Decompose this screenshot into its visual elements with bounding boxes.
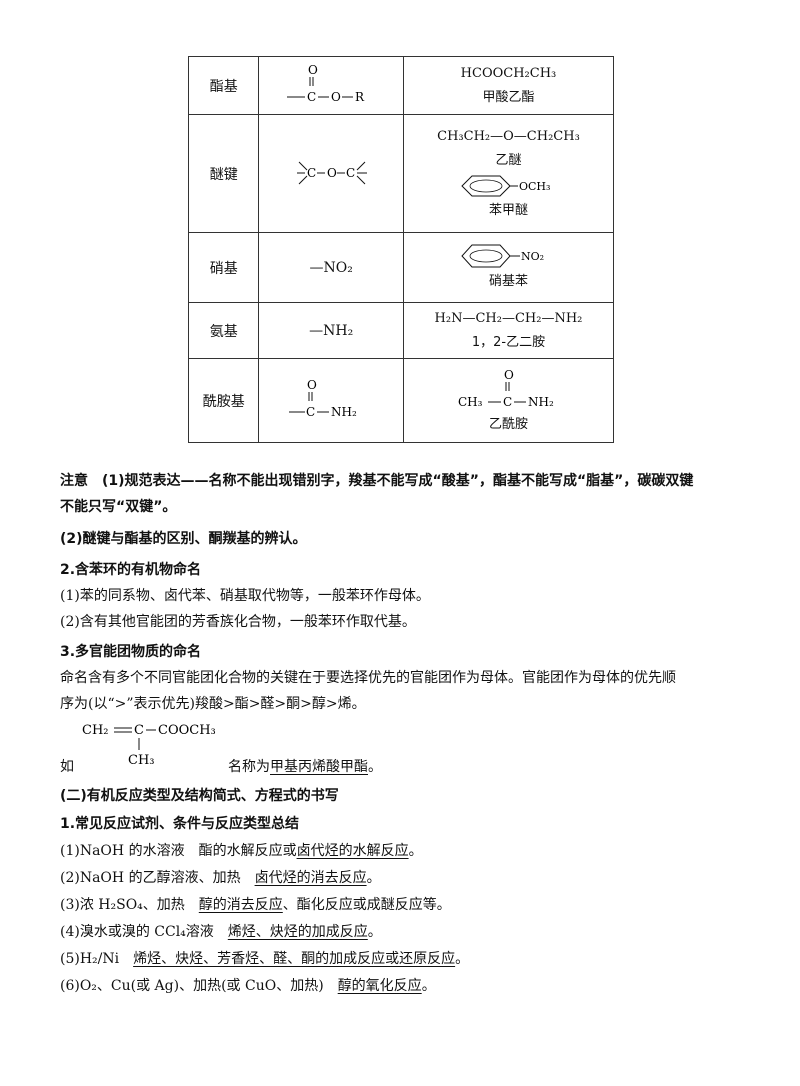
group-structure-cell: —NO₂ [258,232,404,303]
ester-group-structure: O C O R [287,63,365,104]
methyl-methacrylate-structure: CH₂ C COOCH₃ CH₃ [82,723,216,768]
atom-label: O [504,368,514,382]
example-cell: CH₃CH₂—O—CH₂CH₃ 乙醚 OCH₃ 苯甲醚 [402,114,615,233]
atom-label: CH₃ [458,395,483,409]
example-lead: 如 [60,759,74,775]
group-name-cell: 醚键 [187,114,260,233]
atom-label: O [327,166,337,180]
item-text: (6)O₂、Cu(或 Ag)、加热(或 CuO、加热) [60,978,338,994]
item-text: 。 [408,843,423,859]
atom-label: NH₂ [528,395,554,409]
paragraph: 命名含有多个不同官能团化合物的关键在于要选择优先的官能团作为母体。官能团作为母体… [60,670,676,686]
substituent-label: OCH₃ [519,180,550,193]
example-formula: CH₃CH₂—O—CH₂CH₃ [437,128,580,144]
atom-label: CH₂ [82,723,109,738]
amide-group-structure: O C NH₂ [289,378,357,419]
section-heading: 3.多官能团物质的命名 [60,644,202,660]
reaction-item: (5)H₂/Ni 烯烃、炔烃、芳香烃、醛、酮的加成反应或还原反应。 [60,948,750,970]
table-row: 氨基 —NH₂ H₂N—CH₂—CH₂—NH₂ 1，2-乙二胺 [187,302,615,359]
example-name: 乙酰胺 [488,416,528,432]
note-text: (1)规范表达——名称不能出现错别字，羧基不能写成“酸基”，酯基不能写成“脂基”… [102,473,694,489]
atom-label: O [307,378,317,392]
item-answer: 醇的消去反应 [198,897,283,913]
ether-group-structure: C O C [297,161,368,184]
paragraph: (2)含有其他官能团的芳香族化合物，一般苯环作取代基。 [60,614,416,630]
item-text: (3)浓 H₂SO₄、加热 [60,897,199,913]
acetamide-structure: O CH₃ C NH₂ [458,368,554,409]
atom-label: C [306,405,315,419]
atom-label: C [346,166,355,180]
table-row: 硝基 —NO₂ NO₂ 硝基苯 [187,232,615,303]
section-heading: 2.含苯环的有机物命名 [60,562,202,578]
name-suffix: 。 [368,759,382,775]
paragraph: 序为(以“>”表示优先)羧酸>酯>醛>酮>醇>烯。 [60,696,366,712]
note-2: (2)醚键与酯基的区别、酮羰基的辨认。 [60,531,307,547]
item-text: 。 [421,978,436,994]
group-name-cell: 硝基 [187,232,260,303]
atom-label: C [134,723,144,738]
reaction-item: (6)O₂、Cu(或 Ag)、加热(或 CuO、加热) 醇的氧化反应。 [60,975,750,997]
table-row: 醚键 C O C CH₃CH₂—O—CH₂CH₃ 乙醚 [187,114,615,233]
atom-label: COOCH₃ [158,723,216,738]
compound-name: 甲基丙烯酸甲酯 [270,759,368,775]
group-structure-cell: C O C [258,114,404,233]
atom-label: NH₂ [331,405,357,419]
group-structure-cell: —NH₂ [258,302,404,359]
item-text: 、酯化反应或成醚反应等。 [282,897,451,913]
example-cell: O CH₃ C NH₂ 乙酰胺 [402,358,615,443]
example-cell: NO₂ 硝基苯 [402,232,615,303]
group-name-cell: 酯基 [187,56,260,115]
benzene-ring-icon: OCH₃ [461,175,551,196]
note-1: 注意 (1)规范表达——名称不能出现错别字，羧基不能写成“酸基”，酯基不能写成“… [60,470,750,492]
reaction-item: (2)NaOH 的乙醇溶液、加热 卤代烃的消去反应。 [60,867,750,889]
section-heading: 1.常见反应试剂、条件与反应类型总结 [60,816,300,832]
functional-group-table: 酯基 O C O R HCOOCH₂CH₃ 甲酸乙酯 醚键 [187,56,615,443]
atom-label: C [307,90,316,104]
table-row: 酯基 O C O R HCOOCH₂CH₃ 甲酸乙酯 [187,56,615,115]
example-name: 甲酸乙酯 [482,89,535,105]
group-structure-cell: O C NH₂ [258,358,404,443]
atom-label: R [355,90,365,104]
group-name-cell: 酰胺基 [187,358,260,443]
item-text: (1)NaOH 的水溶液 酯的水解反应或 [60,843,297,859]
substituent-label: NO₂ [521,250,544,263]
atom-label: CH₃ [128,753,155,768]
example-cell: HCOOCH₂CH₃ 甲酸乙酯 [402,56,615,115]
name-prefix: 名称为 [228,759,270,775]
item-text: 。 [455,951,470,967]
item-text: (4)溴水或溴的 CCl₄溶液 [60,924,228,940]
example-name: 苯甲醚 [488,202,528,218]
example-name: 乙醚 [495,152,522,168]
item-text: 。 [367,924,382,940]
reaction-item: (4)溴水或溴的 CCl₄溶液 烯烃、炔烃的加成反应。 [60,921,750,943]
part-heading: (二)有机反应类型及结构简式、方程式的书写 [60,788,339,804]
atom-label: O [331,90,341,104]
item-text: (2)NaOH 的乙醇溶液、加热 [60,870,255,886]
note-1-continued: 不能只写“双键”。 [60,499,177,515]
paragraph: (1)苯的同系物、卤代苯、硝基取代物等，一般苯环作母体。 [60,588,430,604]
table-row: 酰胺基 O C NH₂ O CH₃ C NH₂ [187,358,615,443]
example-formula: HCOOCH₂CH₃ [460,65,557,81]
benzene-ring-icon: NO₂ [461,244,545,267]
atom-label: C [503,395,512,409]
example-name: 1，2-乙二胺 [471,334,546,350]
item-answer: 烯烃、炔烃的加成反应 [227,924,368,940]
example-cell: H₂N—CH₂—CH₂—NH₂ 1，2-乙二胺 [402,302,615,359]
reaction-item: (1)NaOH 的水溶液 酯的水解反应或卤代烃的水解反应。 [60,840,750,862]
item-answer: 卤代烃的消去反应 [254,870,367,886]
item-answer: 卤代烃的水解反应 [296,843,409,859]
compound-name-line: 名称为甲基丙烯酸甲酯。 [228,756,528,778]
item-answer: 烯烃、炔烃、芳香烃、醛、酮的加成反应或还原反应 [133,951,456,967]
item-answer: 醇的氧化反应 [337,978,422,994]
group-name-cell: 氨基 [187,302,260,359]
reaction-item: (3)浓 H₂SO₄、加热 醇的消去反应、酯化反应或成醚反应等。 [60,894,750,916]
item-text: (5)H₂/Ni [60,951,134,967]
note-label: 注意 [60,473,88,489]
atom-label: C [307,166,316,180]
group-structure-cell: O C O R [258,56,404,115]
example-name: 硝基苯 [488,273,528,289]
example-formula: H₂N—CH₂—CH₂—NH₂ [434,310,583,326]
item-text: 。 [366,870,381,886]
atom-label: O [308,63,318,77]
